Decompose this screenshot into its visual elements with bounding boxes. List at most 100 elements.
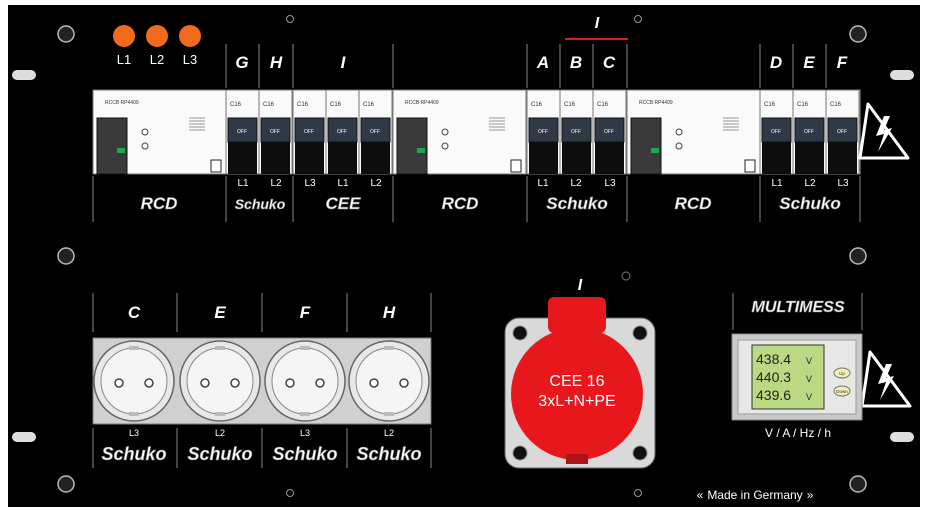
mcb-lever bbox=[594, 117, 625, 143]
group-letter: B bbox=[570, 53, 582, 72]
rcd-model: RCCB RP4409 bbox=[105, 100, 139, 106]
group-letter: A bbox=[536, 53, 549, 72]
earth-clip bbox=[384, 412, 394, 416]
test-button bbox=[744, 159, 756, 173]
multimess-meter: MULTIMESS 438.4 V 440.3 V 439.6 V Up Dow… bbox=[731, 293, 863, 440]
meter-title: MULTIMESS bbox=[751, 299, 844, 316]
test-icon bbox=[141, 142, 149, 150]
socket-label: Schuko bbox=[356, 444, 421, 464]
mcb-base bbox=[795, 142, 824, 174]
mcb-state: OFF bbox=[771, 129, 781, 135]
schuko-socket bbox=[264, 340, 346, 422]
socket-phase: L2 bbox=[384, 428, 394, 438]
lightning-icon bbox=[878, 364, 894, 400]
mcb-state: OFF bbox=[804, 129, 814, 135]
mcb-base bbox=[562, 142, 591, 174]
mcb-lever bbox=[294, 117, 325, 143]
mcb-model: C16 bbox=[797, 102, 809, 108]
indicator-label: L2 bbox=[150, 52, 164, 67]
section-label: Schuko bbox=[546, 194, 607, 213]
rcd-status-window bbox=[417, 148, 425, 153]
schuko-socket bbox=[348, 340, 430, 422]
mcb-base bbox=[261, 142, 290, 174]
section-label: Schuko bbox=[235, 196, 286, 212]
module-phase: L2 bbox=[370, 178, 382, 189]
rcd-model: RCCB RP4409 bbox=[405, 100, 439, 106]
group-letter: G bbox=[235, 53, 248, 72]
socket-letter: H bbox=[383, 303, 396, 322]
section-label: Schuko bbox=[779, 194, 840, 213]
section-label: CEE bbox=[326, 194, 362, 213]
screw-icon bbox=[512, 325, 528, 341]
screw-icon bbox=[57, 25, 75, 43]
mcb-base bbox=[328, 142, 357, 174]
mount-slot-icon bbox=[12, 432, 36, 442]
mcb-model: C16 bbox=[297, 102, 309, 108]
mcb-model: C16 bbox=[564, 102, 576, 108]
screw-icon bbox=[286, 489, 294, 497]
mount-slot-icon bbox=[12, 70, 36, 80]
reading-value: 440.3 bbox=[756, 369, 791, 385]
rcd-lever bbox=[96, 117, 128, 175]
indicator-label: L3 bbox=[183, 52, 197, 67]
rcd-lever bbox=[630, 117, 662, 175]
mcb-state: OFF bbox=[237, 129, 247, 135]
rotation-icon bbox=[621, 271, 631, 281]
group-letter: E bbox=[803, 53, 815, 72]
test-icon bbox=[441, 142, 449, 150]
mcb-state: OFF bbox=[837, 129, 847, 135]
socket-recess bbox=[186, 347, 254, 415]
mcb-lever bbox=[227, 117, 258, 143]
chevron-left-icon: « bbox=[697, 488, 704, 502]
rcd-module: RCCB RP4409 bbox=[626, 89, 761, 175]
phase-indicators: L1 L2 L3 bbox=[113, 25, 201, 67]
mcb-base bbox=[762, 142, 791, 174]
high-voltage-warning-bottom bbox=[860, 350, 912, 408]
test-icon bbox=[675, 142, 683, 150]
test-icon bbox=[441, 128, 449, 136]
module-phase: L1 bbox=[237, 178, 249, 189]
section-label: RCD bbox=[675, 194, 712, 213]
reading-unit: V bbox=[806, 374, 812, 384]
made-in-label: «Made in Germany » bbox=[697, 488, 814, 502]
mcb-state: OFF bbox=[270, 129, 280, 135]
rcd-status-window bbox=[117, 148, 125, 153]
section-label: RCD bbox=[442, 194, 479, 213]
footer-text: Made in Germany bbox=[707, 488, 802, 502]
group-letter: C bbox=[603, 53, 616, 72]
indicator-lamp-l1 bbox=[113, 25, 135, 47]
screw-icon bbox=[632, 445, 648, 461]
section-labels: RCD Schuko CEE RCD Schuko RCD Schuko bbox=[140, 194, 841, 214]
cee-socket: I CEE 16 3xL+N+PE bbox=[504, 271, 656, 469]
module-phase: L2 bbox=[804, 178, 816, 189]
schuko-socket bbox=[179, 340, 261, 422]
module-phase: L3 bbox=[304, 178, 316, 189]
mcb-state: OFF bbox=[304, 129, 314, 135]
mcb-model: C16 bbox=[764, 102, 776, 108]
earth-clip bbox=[215, 346, 225, 350]
section-label: RCD bbox=[141, 194, 178, 213]
mcb-model: C16 bbox=[597, 102, 609, 108]
chevron-right-icon: » bbox=[807, 488, 814, 502]
reading-value: 439.6 bbox=[756, 387, 791, 403]
mcb-base bbox=[595, 142, 624, 174]
mcb-base bbox=[228, 142, 257, 174]
mcb-lever bbox=[827, 117, 858, 143]
screw-holes bbox=[12, 15, 914, 497]
cee-latch bbox=[566, 454, 588, 464]
socket-letter: E bbox=[214, 303, 226, 322]
cee-lid bbox=[511, 328, 643, 460]
module-phase: L3 bbox=[604, 178, 616, 189]
earth-clip bbox=[129, 412, 139, 416]
screw-icon bbox=[634, 15, 642, 23]
test-button bbox=[510, 159, 522, 173]
high-voltage-warning-top bbox=[858, 102, 910, 160]
group-letter: I bbox=[341, 53, 347, 72]
pin-hole-icon bbox=[369, 378, 379, 388]
